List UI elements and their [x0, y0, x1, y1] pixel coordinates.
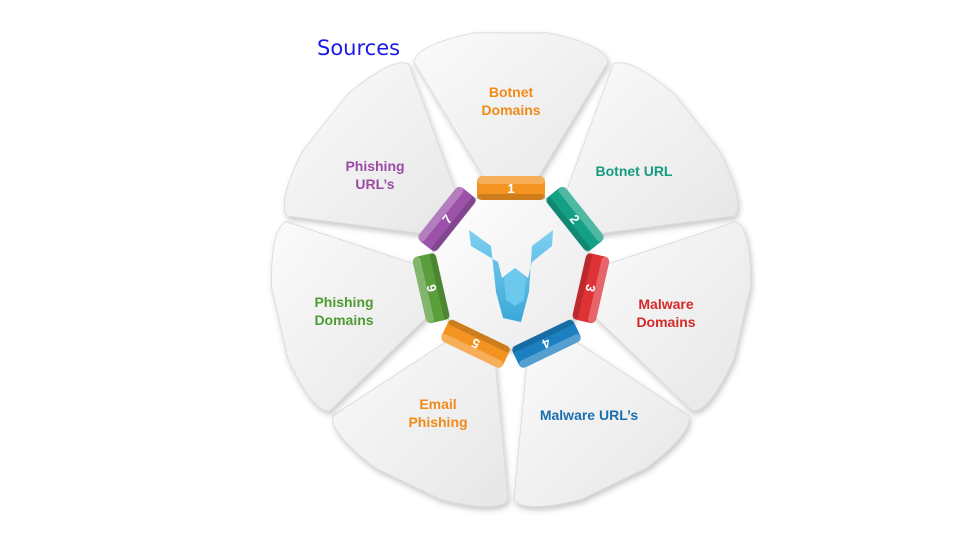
- petal-6: [271, 221, 444, 412]
- number-tab-7: 7: [417, 186, 477, 252]
- source-label-line: Malware URL’s: [539, 407, 639, 423]
- number-label: 6: [423, 283, 439, 293]
- source-label-line: URL’s: [355, 176, 395, 192]
- source-label-line: Email: [419, 396, 457, 412]
- number-tab-5: 5: [440, 319, 511, 369]
- petal-1: [413, 32, 609, 198]
- number-tab-2: 2: [545, 186, 605, 252]
- petal-5: [332, 328, 509, 508]
- number-tab-6: 6: [412, 253, 450, 324]
- source-label-line: Phishing: [408, 414, 468, 430]
- source-label-line: Botnet URL: [595, 163, 673, 179]
- number-label: 3: [582, 283, 598, 293]
- source-label-2: Botnet URL: [559, 162, 709, 180]
- petal-7: [283, 62, 464, 237]
- number-label: 1: [507, 181, 514, 196]
- source-label-line: Phishing: [314, 294, 374, 310]
- source-label-line: Malware: [638, 296, 694, 312]
- source-label-line: Phishing: [345, 158, 405, 174]
- number-tab-4: 4: [511, 319, 582, 369]
- t-shield-center-icon: [504, 268, 526, 306]
- source-label-line: Domains: [314, 312, 374, 328]
- page-title: Sources: [317, 36, 401, 60]
- source-label-line: Botnet: [488, 84, 534, 100]
- number-tab-1: 1: [477, 176, 545, 200]
- source-label-line: Domains: [481, 102, 541, 118]
- petal-3: [578, 221, 751, 412]
- source-label-4: Malware URL’s: [514, 406, 664, 424]
- petal-4: [513, 328, 690, 508]
- petal-2: [558, 62, 739, 237]
- number-tab-3: 3: [572, 253, 610, 324]
- source-label-line: Domains: [636, 314, 696, 330]
